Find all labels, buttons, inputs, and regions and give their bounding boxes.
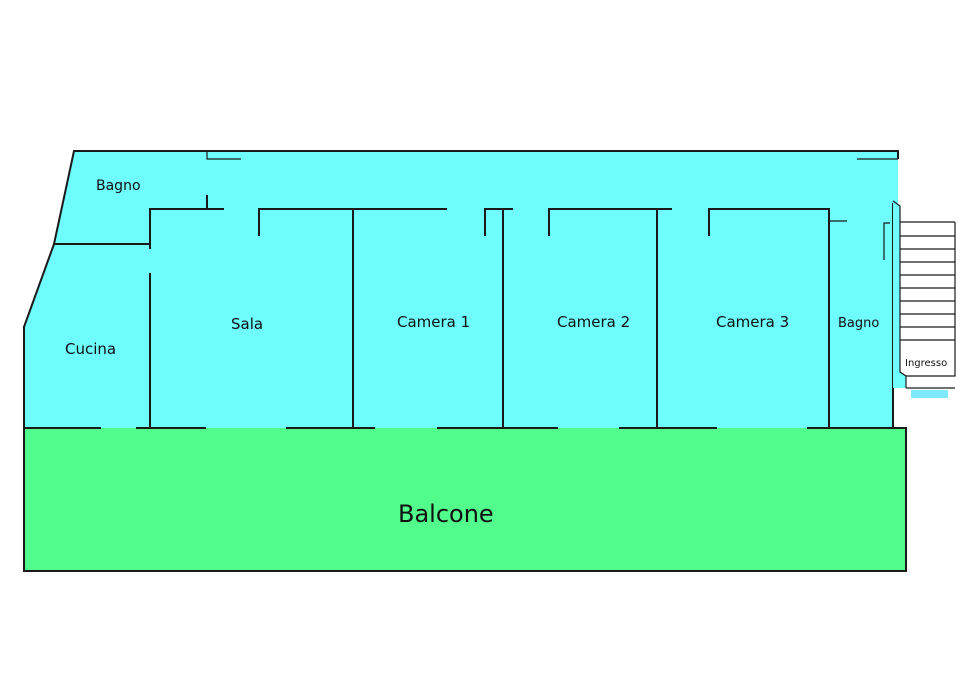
label-sala: Sala	[231, 315, 263, 333]
top-wall-details	[206, 151, 898, 160]
label-balcone: Balcone	[398, 500, 494, 528]
camera1-camera2-walls	[484, 208, 513, 429]
interior-area	[24, 151, 898, 428]
label-camera1: Camera 1	[397, 313, 470, 331]
camera2-camera3-walls	[548, 208, 672, 429]
ingresso-step	[911, 390, 948, 398]
label-bagno-right: Bagno	[838, 316, 879, 331]
balcone-area	[24, 428, 906, 571]
outer-walls	[22, 150, 907, 572]
camera3-bagno-walls	[708, 208, 847, 429]
label-camera3: Camera 3	[716, 313, 789, 331]
label-bagno-top: Bagno	[96, 178, 141, 194]
label-cucina: Cucina	[65, 340, 116, 358]
sala-camera1-walls	[258, 208, 447, 429]
staircase	[892, 200, 956, 398]
bagno-top-walls	[53, 195, 224, 249]
label-ingresso: Ingresso	[905, 358, 947, 369]
label-camera2: Camera 2	[557, 313, 630, 331]
